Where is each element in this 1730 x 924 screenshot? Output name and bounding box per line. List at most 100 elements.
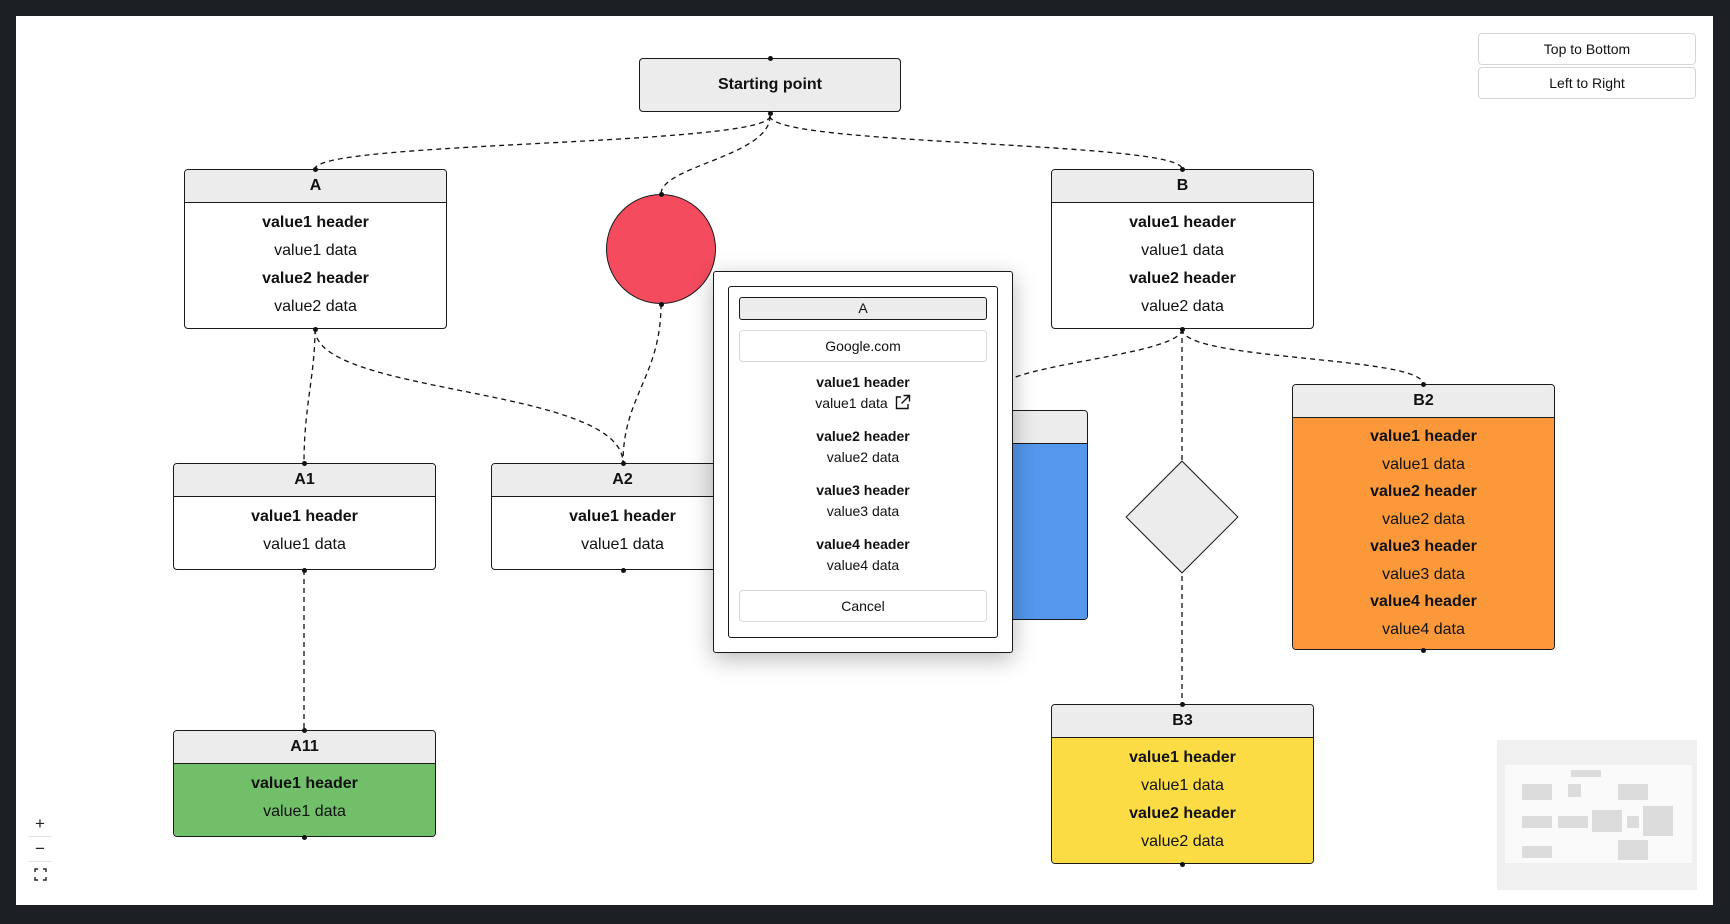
edge-start-b [769, 115, 1183, 170]
node-field-value: value1 data [263, 536, 346, 553]
node-field-header: value1 header [251, 775, 358, 792]
handle-dot[interactable] [302, 835, 307, 840]
edge-a-a1 [303, 328, 316, 464]
minimap-node [1592, 810, 1622, 832]
starting-point-node[interactable]: Starting point [639, 58, 901, 112]
edge-a-a2 [314, 328, 624, 464]
handle-dot[interactable] [302, 568, 307, 573]
minimap-node [1522, 816, 1552, 828]
minimap-node [1643, 806, 1673, 836]
diamond-shape [1125, 460, 1239, 574]
node-field-value: value2 data [1382, 510, 1465, 528]
minimap-node [1522, 846, 1552, 858]
modal-title: A [739, 297, 987, 320]
node-field-value: value2 data [1141, 833, 1224, 850]
node-field-header: value3 header [1370, 538, 1477, 555]
minimap-node [1522, 784, 1552, 800]
minimap-node [1571, 770, 1601, 777]
modal-field: value2 header value2 data [729, 426, 997, 468]
node-title: A [185, 170, 446, 203]
node-title: B3 [1052, 705, 1313, 738]
node-a11[interactable]: A11 value1 header value1 data [173, 730, 436, 837]
modal-field-header: value2 header [816, 428, 910, 444]
node-field-value: value1 data [1141, 777, 1224, 794]
handle-dot[interactable] [768, 111, 773, 116]
edge-b-blue [1012, 328, 1183, 379]
node-field-value: value1 data [581, 536, 664, 553]
google-link-button[interactable]: Google.com [739, 330, 987, 362]
node-field-value: value2 data [1141, 298, 1224, 315]
zoom-out-button[interactable]: − [28, 837, 52, 862]
decision-diamond-node[interactable] [1125, 460, 1241, 576]
top-to-bottom-button[interactable]: Top to Bottom [1478, 33, 1696, 65]
node-title: B2 [1293, 385, 1554, 418]
handle-dot[interactable] [1180, 167, 1185, 172]
edge-start-circle [660, 115, 771, 195]
minimap-node [1558, 816, 1588, 828]
handle-dot[interactable] [313, 167, 318, 172]
flow-canvas[interactable]: Starting point A value1 header value1 da… [16, 16, 1713, 905]
handle-dot[interactable] [1421, 648, 1426, 653]
handle-dot[interactable] [1180, 327, 1185, 332]
node-b3[interactable]: B3 value1 header value1 data value2 head… [1051, 704, 1314, 864]
modal-field-value: value2 data [826, 449, 900, 465]
handle-dot[interactable] [621, 461, 626, 466]
handle-dot[interactable] [302, 728, 307, 733]
node-field-header: value1 header [1129, 214, 1236, 231]
circle-node[interactable] [606, 194, 716, 304]
handle-dot[interactable] [768, 56, 773, 61]
node-field-header: value1 header [262, 214, 369, 231]
node-field-value: value1 data [1382, 455, 1465, 473]
node-field-header: value1 header [569, 508, 676, 525]
node-a[interactable]: A value1 header value1 data value2 heade… [184, 169, 447, 329]
zoom-in-button[interactable]: + [28, 812, 52, 837]
edge-start-a [314, 115, 771, 170]
cancel-button[interactable]: Cancel [739, 590, 987, 622]
fit-view-icon [33, 868, 47, 881]
handle-dot[interactable] [302, 461, 307, 466]
modal-field-header: value4 header [816, 536, 910, 552]
modal-field: value1 header value1 data [729, 372, 997, 414]
minimap-node [1568, 784, 1581, 797]
minimap[interactable] [1497, 740, 1697, 890]
node-field-value: value2 data [274, 298, 357, 315]
handle-dot[interactable] [313, 327, 318, 332]
minimap-node [1627, 816, 1639, 828]
minimap-node [1618, 840, 1648, 860]
node-title: A1 [174, 464, 435, 497]
node-title: B [1052, 170, 1313, 203]
node-field-value: value1 data [1141, 242, 1224, 259]
node-field-header: value2 header [262, 270, 369, 287]
node-field-header: value4 header [1370, 593, 1477, 610]
left-to-right-button[interactable]: Left to Right [1478, 67, 1696, 99]
handle-dot[interactable] [1180, 862, 1185, 867]
modal-field: value4 header value4 data [729, 534, 997, 576]
node-a2[interactable]: A2 value1 header value1 data [491, 463, 754, 570]
node-field-header: value2 header [1370, 483, 1477, 500]
fit-view-button[interactable] [28, 862, 52, 886]
handle-dot[interactable] [621, 568, 626, 573]
modal-field: value3 header value3 data [729, 480, 997, 522]
node-b2[interactable]: B2 value1 header value1 data value2 head… [1292, 384, 1555, 650]
external-link-icon[interactable] [894, 394, 911, 411]
handle-dot[interactable] [1180, 702, 1185, 707]
node-field-value: value1 data [274, 242, 357, 259]
modal-content: A Google.com value1 header value1 data v… [728, 286, 998, 638]
node-detail-modal: A Google.com value1 header value1 data v… [713, 271, 1013, 653]
node-title: A11 [174, 731, 435, 764]
node-a1[interactable]: A1 value1 header value1 data [173, 463, 436, 570]
edge-circle-a2 [622, 303, 662, 464]
modal-field-value: value1 data [815, 395, 888, 411]
node-field-header: value1 header [1129, 749, 1236, 766]
node-field-value: value4 data [1382, 620, 1465, 638]
edge-b-b2 [1181, 328, 1424, 385]
handle-dot[interactable] [659, 192, 664, 197]
node-field-header: value1 header [251, 508, 358, 525]
node-field-value: value3 data [1382, 565, 1465, 583]
modal-field-header: value3 header [816, 482, 910, 498]
modal-field-value: value4 data [826, 557, 900, 573]
node-b[interactable]: B value1 header value1 data value2 heade… [1051, 169, 1314, 329]
modal-field-value: value3 data [826, 503, 900, 519]
handle-dot[interactable] [659, 302, 664, 307]
handle-dot[interactable] [1421, 382, 1426, 387]
